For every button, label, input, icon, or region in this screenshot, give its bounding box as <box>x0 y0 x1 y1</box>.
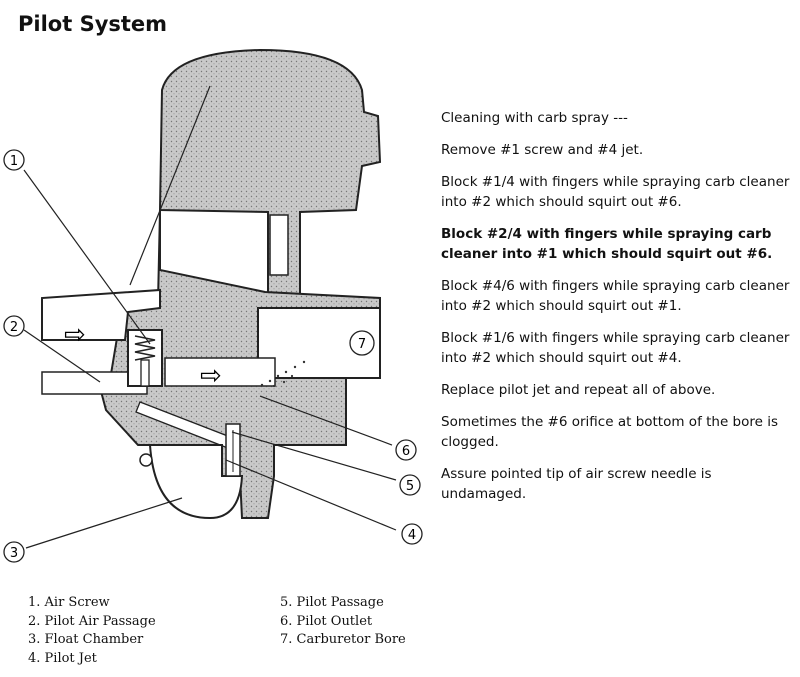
flow-arrow-inlet: ⇨ <box>64 320 86 350</box>
legend-item: 4. Pilot Jet <box>28 650 97 666</box>
callout-2: 2 <box>3 315 25 337</box>
callout-7-label: 7 <box>358 337 366 352</box>
legend-item: 6. Pilot Outlet <box>280 613 373 629</box>
legend-item: 5. Pilot Passage <box>280 595 384 610</box>
callout-7: 7 <box>349 330 375 356</box>
air-screw-spring <box>134 335 156 361</box>
callout-2-label: 2 <box>10 320 18 335</box>
float-pin <box>139 453 153 467</box>
cleaning-instructions: Cleaning with carb spray --- Remove #1 s… <box>441 108 796 516</box>
callout-5-label: 5 <box>406 479 414 494</box>
instruction-3: Block #2/4 with fingers while spraying c… <box>441 226 773 262</box>
legend-item: 3. Float Chamber <box>28 632 144 647</box>
callout-5: 5 <box>399 474 421 496</box>
legend-right: 5. Pilot Passage 6. Pilot Outlet 7. Carb… <box>280 594 406 650</box>
carburetor-bore <box>41 288 161 341</box>
callout-1: 1 <box>3 149 25 171</box>
callout-4: 4 <box>401 523 423 545</box>
callout-4-label: 4 <box>408 528 416 543</box>
legend-item: 1. Air Screw <box>28 595 110 610</box>
legend-item: 2. Pilot Air Passage <box>28 613 156 629</box>
callout-3: 3 <box>3 541 25 563</box>
instruction-1: Remove #1 screw and #4 jet. <box>441 142 644 158</box>
instruction-5: Block #1/6 with fingers while spraying c… <box>441 330 790 366</box>
top-housing <box>158 48 382 303</box>
legend-left: 1. Air Screw 2. Pilot Air Passage 3. Flo… <box>28 594 156 668</box>
callout-1-label: 1 <box>10 154 18 169</box>
instruction-0: Cleaning with carb spray --- <box>441 110 628 126</box>
instruction-4: Block #4/6 with fingers while spraying c… <box>441 278 790 314</box>
air-screw-needle <box>140 359 150 387</box>
venturi-channel <box>164 357 276 387</box>
page-title: Pilot System <box>18 12 168 36</box>
legend-item: 7. Carburetor Bore <box>280 632 406 647</box>
flow-arrow-venturi: ⇨ <box>200 361 222 391</box>
callout-6-label: 6 <box>402 444 410 459</box>
carburetor-diagram: ⇨ ⇨ 1 2 3 4 5 6 7 <box>3 48 423 563</box>
leader-lines <box>23 85 397 549</box>
instruction-8: Assure pointed tip of air screw needle i… <box>441 466 712 502</box>
instruction-6: Replace pilot jet and repeat all of abov… <box>441 382 716 398</box>
housing-slot <box>269 214 289 276</box>
instruction-7: Sometimes the #6 orifice at bottom of th… <box>441 414 779 450</box>
callout-3-label: 3 <box>10 546 18 561</box>
spray-dots <box>260 360 306 388</box>
callout-6: 6 <box>395 439 417 461</box>
float-chamber <box>148 444 244 520</box>
instruction-2: Block #1/4 with fingers while spraying c… <box>441 174 790 210</box>
